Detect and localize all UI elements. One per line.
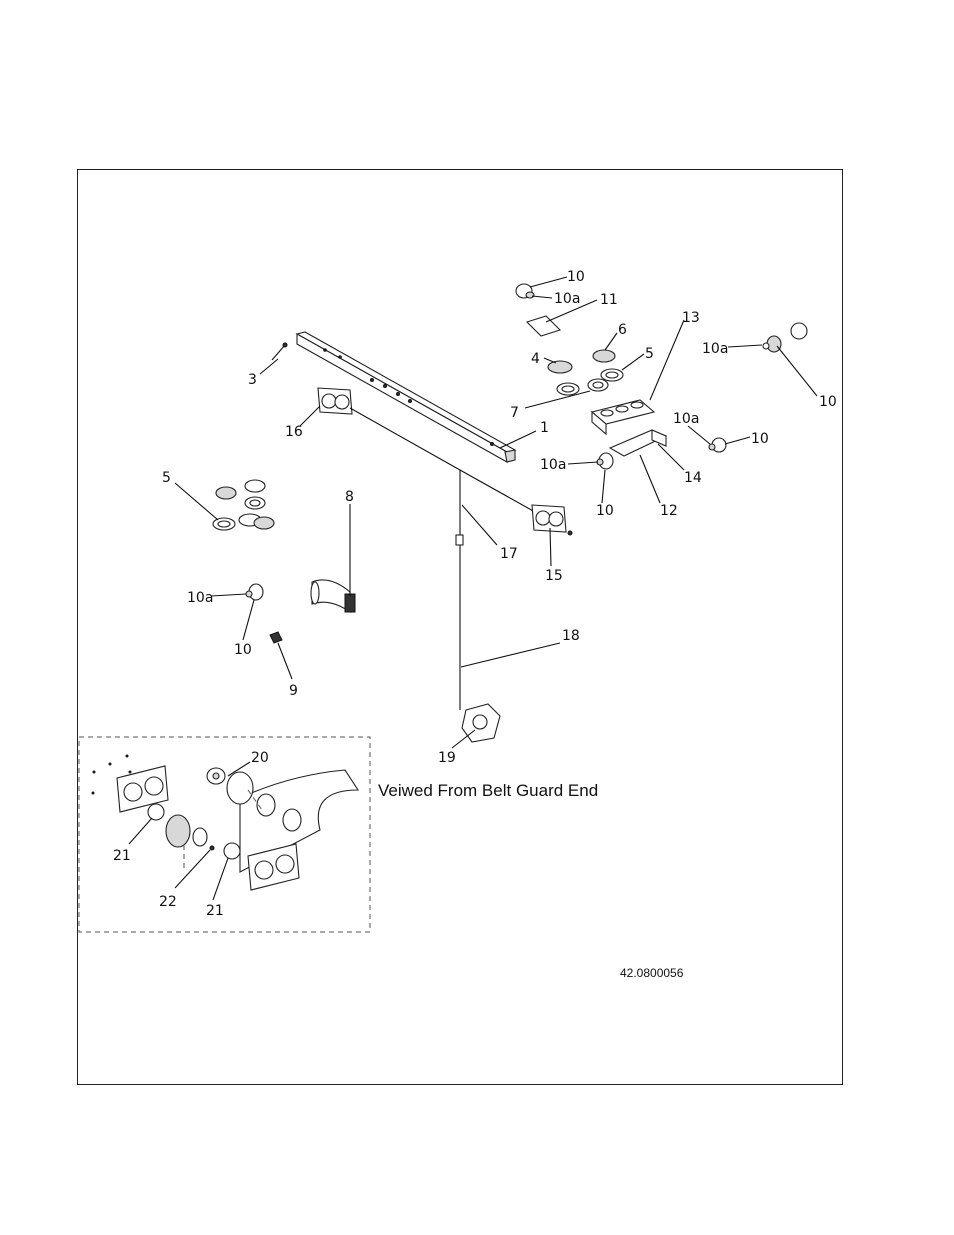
lamp-10-left (245, 583, 264, 601)
callout-3: 3 (248, 372, 257, 388)
clip-part-9 (269, 631, 283, 644)
callout-10a-left: 10a (187, 590, 213, 606)
plate-part-12 (608, 429, 668, 457)
callout-21-a: 21 (113, 848, 131, 864)
callout-10a-mid: 10a (540, 457, 566, 473)
callout-5-right: 5 (645, 346, 654, 362)
callout-10-r2: 10 (751, 431, 769, 447)
screw-part-3 (271, 342, 288, 361)
callout-7: 7 (510, 405, 519, 421)
callout-17: 17 (500, 546, 518, 562)
callout-10-top: 10 (567, 269, 585, 285)
lamp-10-mid (596, 452, 614, 470)
callout-10a-r1: 10a (702, 341, 728, 357)
callout-15: 15 (545, 568, 563, 584)
callout-1: 1 (540, 420, 549, 436)
callout-8: 8 (345, 489, 354, 505)
callout-9: 9 (289, 683, 298, 699)
callout-10a-r2: 10a (673, 411, 699, 427)
callout-10-mid: 10 (596, 503, 614, 519)
drawing-number: 42.0800056 (620, 966, 684, 980)
callout-14: 14 (684, 470, 702, 486)
callout-21-b: 21 (206, 903, 224, 919)
leader-lines (174, 276, 818, 749)
lamp-10-right-upper (762, 322, 808, 353)
callout-12: 12 (660, 503, 678, 519)
callout-4: 4 (531, 351, 540, 367)
callout-11: 11 (600, 292, 618, 308)
callout-20: 20 (251, 750, 269, 766)
lamp-10-right-lower (708, 437, 727, 453)
wiring-harness (349, 407, 536, 710)
plate-part-11 (525, 315, 562, 337)
callout-10-r1: 10 (819, 394, 837, 410)
lamp-10-top (515, 283, 535, 299)
callout-10-left: 10 (234, 642, 252, 658)
callout-18: 18 (562, 628, 580, 644)
callout-19: 19 (438, 750, 456, 766)
callout-5-left: 5 (162, 470, 171, 486)
grommets-right-cluster (547, 349, 624, 396)
light-bar-rail (295, 331, 517, 463)
callout-6: 6 (618, 322, 627, 338)
callout-16: 16 (285, 424, 303, 440)
callout-10a-top: 10a (554, 291, 580, 307)
callout-13: 13 (682, 310, 700, 326)
drawing-frame (77, 169, 843, 1085)
lamp-assembly-15 (531, 504, 573, 536)
inset-caption: Veiwed From Belt Guard End (378, 781, 598, 800)
bracket-part-13 (590, 399, 656, 436)
callout-22: 22 (159, 894, 177, 910)
callout-labels: 10 10a 11 13 6 4 5 7 10a 10 10a 10 10a 1… (113, 269, 837, 919)
inset-detail (78, 736, 371, 933)
grommets-left-cluster (212, 479, 275, 531)
lamp-assembly-16 (317, 387, 353, 415)
holder-part-8 (310, 579, 356, 614)
